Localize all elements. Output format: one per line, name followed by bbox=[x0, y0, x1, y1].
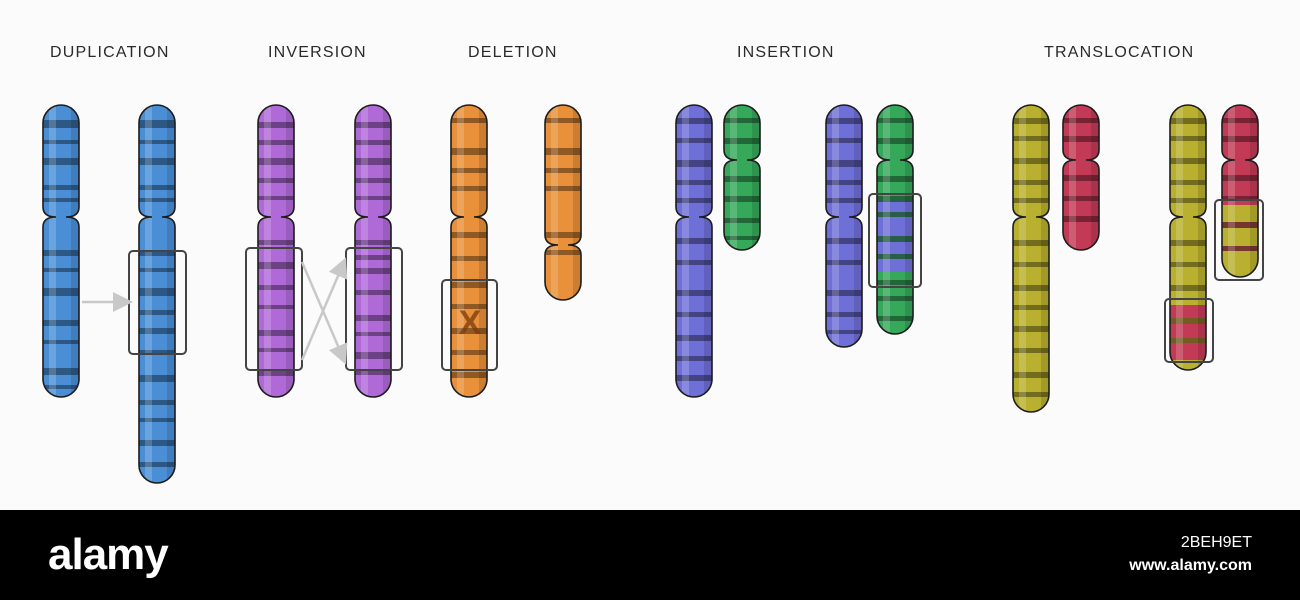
chromosome-deletion-result bbox=[544, 104, 582, 301]
chromosome-translocation-olive-result bbox=[1169, 104, 1207, 371]
diagram-canvas: X DUPLICATION INVERSION DELETION INSERTI… bbox=[42, 44, 1264, 484]
chromosome-translocation-crimson-original bbox=[1062, 104, 1100, 251]
chromosome-duplication-result bbox=[138, 104, 176, 484]
chromosome-duplication-original bbox=[42, 104, 80, 398]
chromosome-translocation-olive-original bbox=[1012, 104, 1050, 413]
translocation-box-olive bbox=[1164, 298, 1214, 363]
chromosome-deletion-original bbox=[450, 104, 488, 398]
chromosome-insertion-green-original bbox=[723, 104, 761, 251]
image-id: 2BEH9ET bbox=[1180, 534, 1252, 551]
label-inversion: INVERSION bbox=[268, 44, 367, 61]
brand-logo: alamy bbox=[48, 530, 169, 579]
chromosome-mutations-diagram: X bbox=[42, 104, 1264, 484]
inversion-arrow-down bbox=[300, 261, 348, 365]
site-url: www.alamy.com bbox=[1129, 557, 1252, 574]
deletion-box bbox=[441, 279, 498, 371]
chromosome-insertion-indigo-original bbox=[675, 104, 713, 398]
chromosome-insertion-indigo-result bbox=[825, 104, 863, 348]
label-duplication: DUPLICATION bbox=[50, 44, 170, 61]
chromosome-inversion-result bbox=[354, 104, 392, 398]
inversion-box-left bbox=[245, 247, 303, 371]
chromosome-translocation-crimson-result bbox=[1221, 104, 1259, 278]
watermark-footer: alamy 2BEH9ET www.alamy.com bbox=[0, 510, 1300, 600]
chromosome-inversion-original bbox=[257, 104, 295, 398]
chromosome-insertion-green-result bbox=[876, 104, 914, 335]
label-translocation: TRANSLOCATION bbox=[1044, 44, 1195, 61]
label-deletion: DELETION bbox=[468, 44, 558, 61]
insertion-box bbox=[868, 193, 922, 288]
deletion-mark: X bbox=[459, 304, 482, 342]
label-insertion: INSERTION bbox=[737, 44, 835, 61]
inversion-box-right bbox=[345, 247, 403, 371]
translocation-box-crimson bbox=[1214, 199, 1264, 281]
